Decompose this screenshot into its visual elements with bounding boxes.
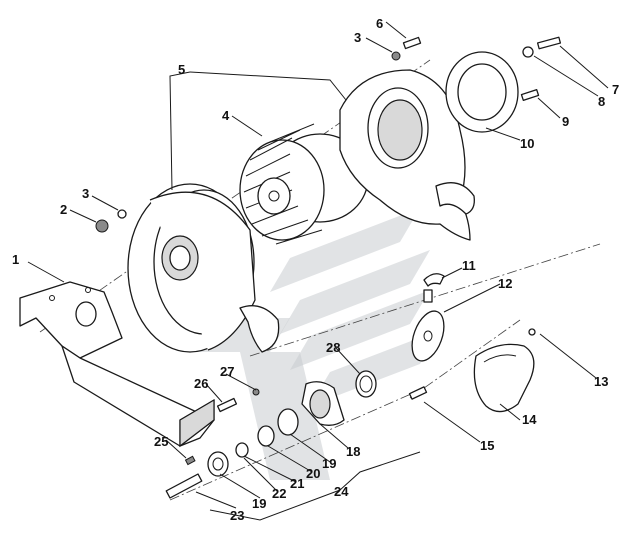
callout-3-left: 3 — [82, 186, 89, 201]
callout-1: 1 — [12, 252, 19, 267]
cover-shell — [473, 328, 536, 413]
callout-4: 4 — [222, 108, 230, 123]
fan-housing-rear — [339, 69, 475, 241]
callout-labels: 1 2 3 3 4 5 6 7 8 9 10 11 12 13 14 15 18… — [12, 16, 619, 523]
callout-21: 21 — [290, 476, 304, 491]
top-bolt — [391, 36, 422, 61]
leader-lines — [27, 21, 609, 521]
screw-15 — [408, 386, 428, 400]
callout-12: 12 — [498, 276, 512, 291]
support-bracket — [19, 281, 215, 448]
bearing-stack — [165, 370, 377, 499]
callout-19-right: 19 — [322, 456, 336, 471]
callout-24: 24 — [334, 484, 349, 499]
callout-3-top: 3 — [354, 30, 361, 45]
callout-6: 6 — [376, 16, 383, 31]
callout-9: 9 — [562, 114, 569, 129]
clip-and-disc — [411, 273, 445, 362]
callout-15: 15 — [480, 438, 494, 453]
callout-11: 11 — [462, 258, 476, 273]
callout-2: 2 — [60, 202, 67, 217]
callout-7: 7 — [612, 82, 619, 97]
right-bolts — [520, 36, 562, 101]
fan-housing-front — [127, 183, 280, 353]
left-nut-washer — [95, 209, 127, 233]
gasket-ring — [445, 51, 519, 133]
callout-25: 25 — [154, 434, 168, 449]
center-lines — [39, 59, 601, 501]
callout-14: 14 — [522, 412, 537, 427]
callout-5: 5 — [178, 62, 185, 77]
callout-28: 28 — [326, 340, 340, 355]
callout-10: 10 — [520, 136, 534, 151]
callout-13: 13 — [594, 374, 608, 389]
callout-8: 8 — [598, 94, 605, 109]
callout-27: 27 — [220, 364, 234, 379]
callout-26: 26 — [194, 376, 208, 391]
callout-22: 22 — [272, 486, 286, 501]
callout-18: 18 — [346, 444, 360, 459]
callout-19-left: 19 — [252, 496, 266, 511]
callout-20: 20 — [306, 466, 320, 481]
callout-23: 23 — [230, 508, 244, 523]
